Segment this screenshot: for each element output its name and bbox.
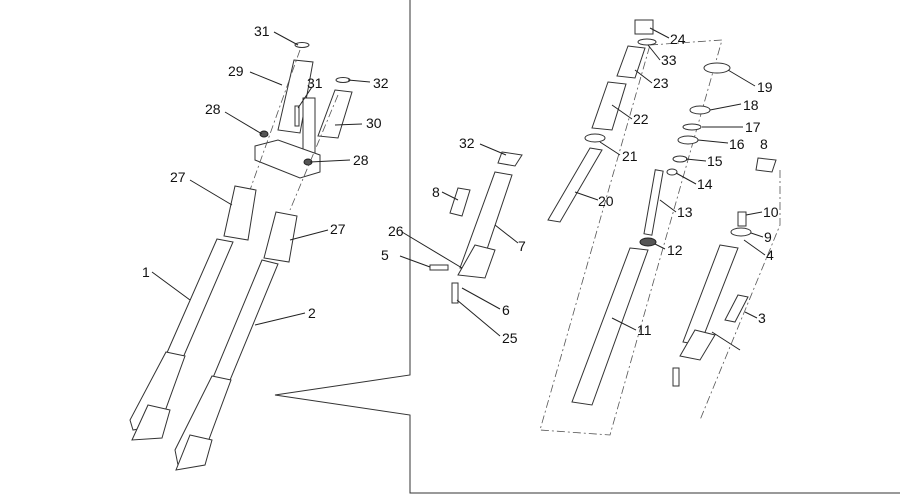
part-31-ring-a — [294, 42, 310, 48]
callout-27a: 27 — [170, 169, 186, 185]
part-25-cap — [634, 19, 654, 35]
callout-31a: 31 — [254, 23, 270, 39]
callout-7: 6 — [502, 302, 510, 318]
part-5-foot — [457, 244, 496, 279]
callout-30: 31 — [307, 75, 323, 91]
callout-1: 1 — [142, 264, 150, 280]
callout-23: 22 — [633, 111, 649, 127]
part-4-slider — [682, 244, 739, 346]
callout-11: 10 — [763, 204, 779, 220]
callout-8b: 3 — [758, 310, 766, 326]
part-2-fork-tube — [211, 259, 279, 386]
callout-15: 14 — [697, 176, 713, 192]
part-13-nut — [639, 237, 657, 247]
part-4-foot — [679, 329, 716, 361]
callout-26: 5 — [381, 247, 389, 263]
part-12-fork-tube — [571, 247, 649, 406]
callout-19: 18 — [743, 97, 759, 113]
callout-12: 11 — [637, 322, 652, 338]
callout-32b: 8 — [760, 136, 768, 152]
part-11-bushing — [737, 211, 747, 227]
detail-frame — [274, 0, 900, 494]
part-29-cover-a — [277, 59, 314, 134]
callout-5: 7 — [518, 238, 526, 254]
part-16-washer — [672, 155, 688, 163]
callout-3: 26 — [388, 223, 404, 239]
part-8-guard-b — [724, 294, 749, 323]
callout-8a: 8 — [432, 184, 440, 200]
callout-13: 12 — [667, 242, 683, 258]
part-6-screw — [451, 282, 459, 304]
part-33-spacer — [616, 45, 646, 79]
callout-6: 25 — [502, 330, 518, 346]
part-24-oring — [637, 38, 657, 46]
part-21-spring — [547, 147, 603, 223]
part-32-bushing-a — [497, 151, 523, 167]
part-27-sleeve-b — [263, 211, 298, 263]
callout-31b: 32 — [373, 75, 389, 91]
part-22-washer — [584, 133, 606, 143]
part-26-bolt — [429, 264, 449, 271]
detail-leg-right — [672, 157, 781, 421]
callout-10: 9 — [764, 229, 772, 245]
callout-21: 20 — [598, 193, 614, 209]
callout-9: 4 — [766, 247, 774, 263]
part-29-cover-b — [317, 89, 353, 139]
callout-labels: 31 32 29 31 30 28 28 27 27 1 2 32 8 26 5… — [142, 23, 779, 346]
detail-leg-left — [429, 151, 523, 304]
part-30-bolt — [294, 105, 300, 127]
part-27-sleeve-a — [223, 185, 257, 241]
part-14-rod — [643, 169, 664, 236]
part-15-clip — [666, 168, 678, 176]
leader-lines — [151, 27, 766, 351]
callout-14: 13 — [677, 204, 693, 220]
callout-18: 17 — [745, 119, 761, 135]
callout-33: 23 — [653, 75, 669, 91]
part-2-fork-foot — [175, 434, 213, 471]
callout-28a: 28 — [205, 101, 221, 117]
callout-17: 16 — [729, 136, 745, 152]
callout-24: 33 — [661, 52, 677, 68]
part-4-screw — [672, 367, 680, 387]
part-23-tube — [591, 81, 627, 131]
part-18-seal — [682, 123, 702, 131]
part-20-dust-cap — [703, 62, 731, 74]
detail-internals — [539, 19, 731, 436]
part-28-yoke — [254, 139, 321, 179]
callout-28b: 28 — [353, 152, 369, 168]
callout-25: 24 — [670, 31, 686, 47]
callout-29b: 30 — [366, 115, 382, 131]
callout-16: 15 — [707, 153, 723, 169]
callout-2: 2 — [308, 305, 316, 321]
left-fork-assembly — [129, 42, 353, 471]
callout-20: 19 — [757, 79, 773, 95]
part-28-nut-a — [259, 130, 269, 138]
part-10-washer — [730, 227, 752, 237]
part-19-dust-seal — [689, 105, 711, 115]
part-31-ring-b — [335, 77, 351, 83]
part-17-ring — [677, 135, 699, 145]
part-1-fork-tube — [165, 238, 234, 361]
part-8-guard-a — [449, 187, 471, 217]
callout-22: 21 — [622, 148, 638, 164]
part-1-fork-foot — [131, 404, 171, 441]
part-32-bushing-b — [755, 157, 777, 173]
callout-32a: 32 — [459, 135, 475, 151]
callout-27b: 27 — [330, 221, 346, 237]
callout-29a: 29 — [228, 63, 244, 79]
